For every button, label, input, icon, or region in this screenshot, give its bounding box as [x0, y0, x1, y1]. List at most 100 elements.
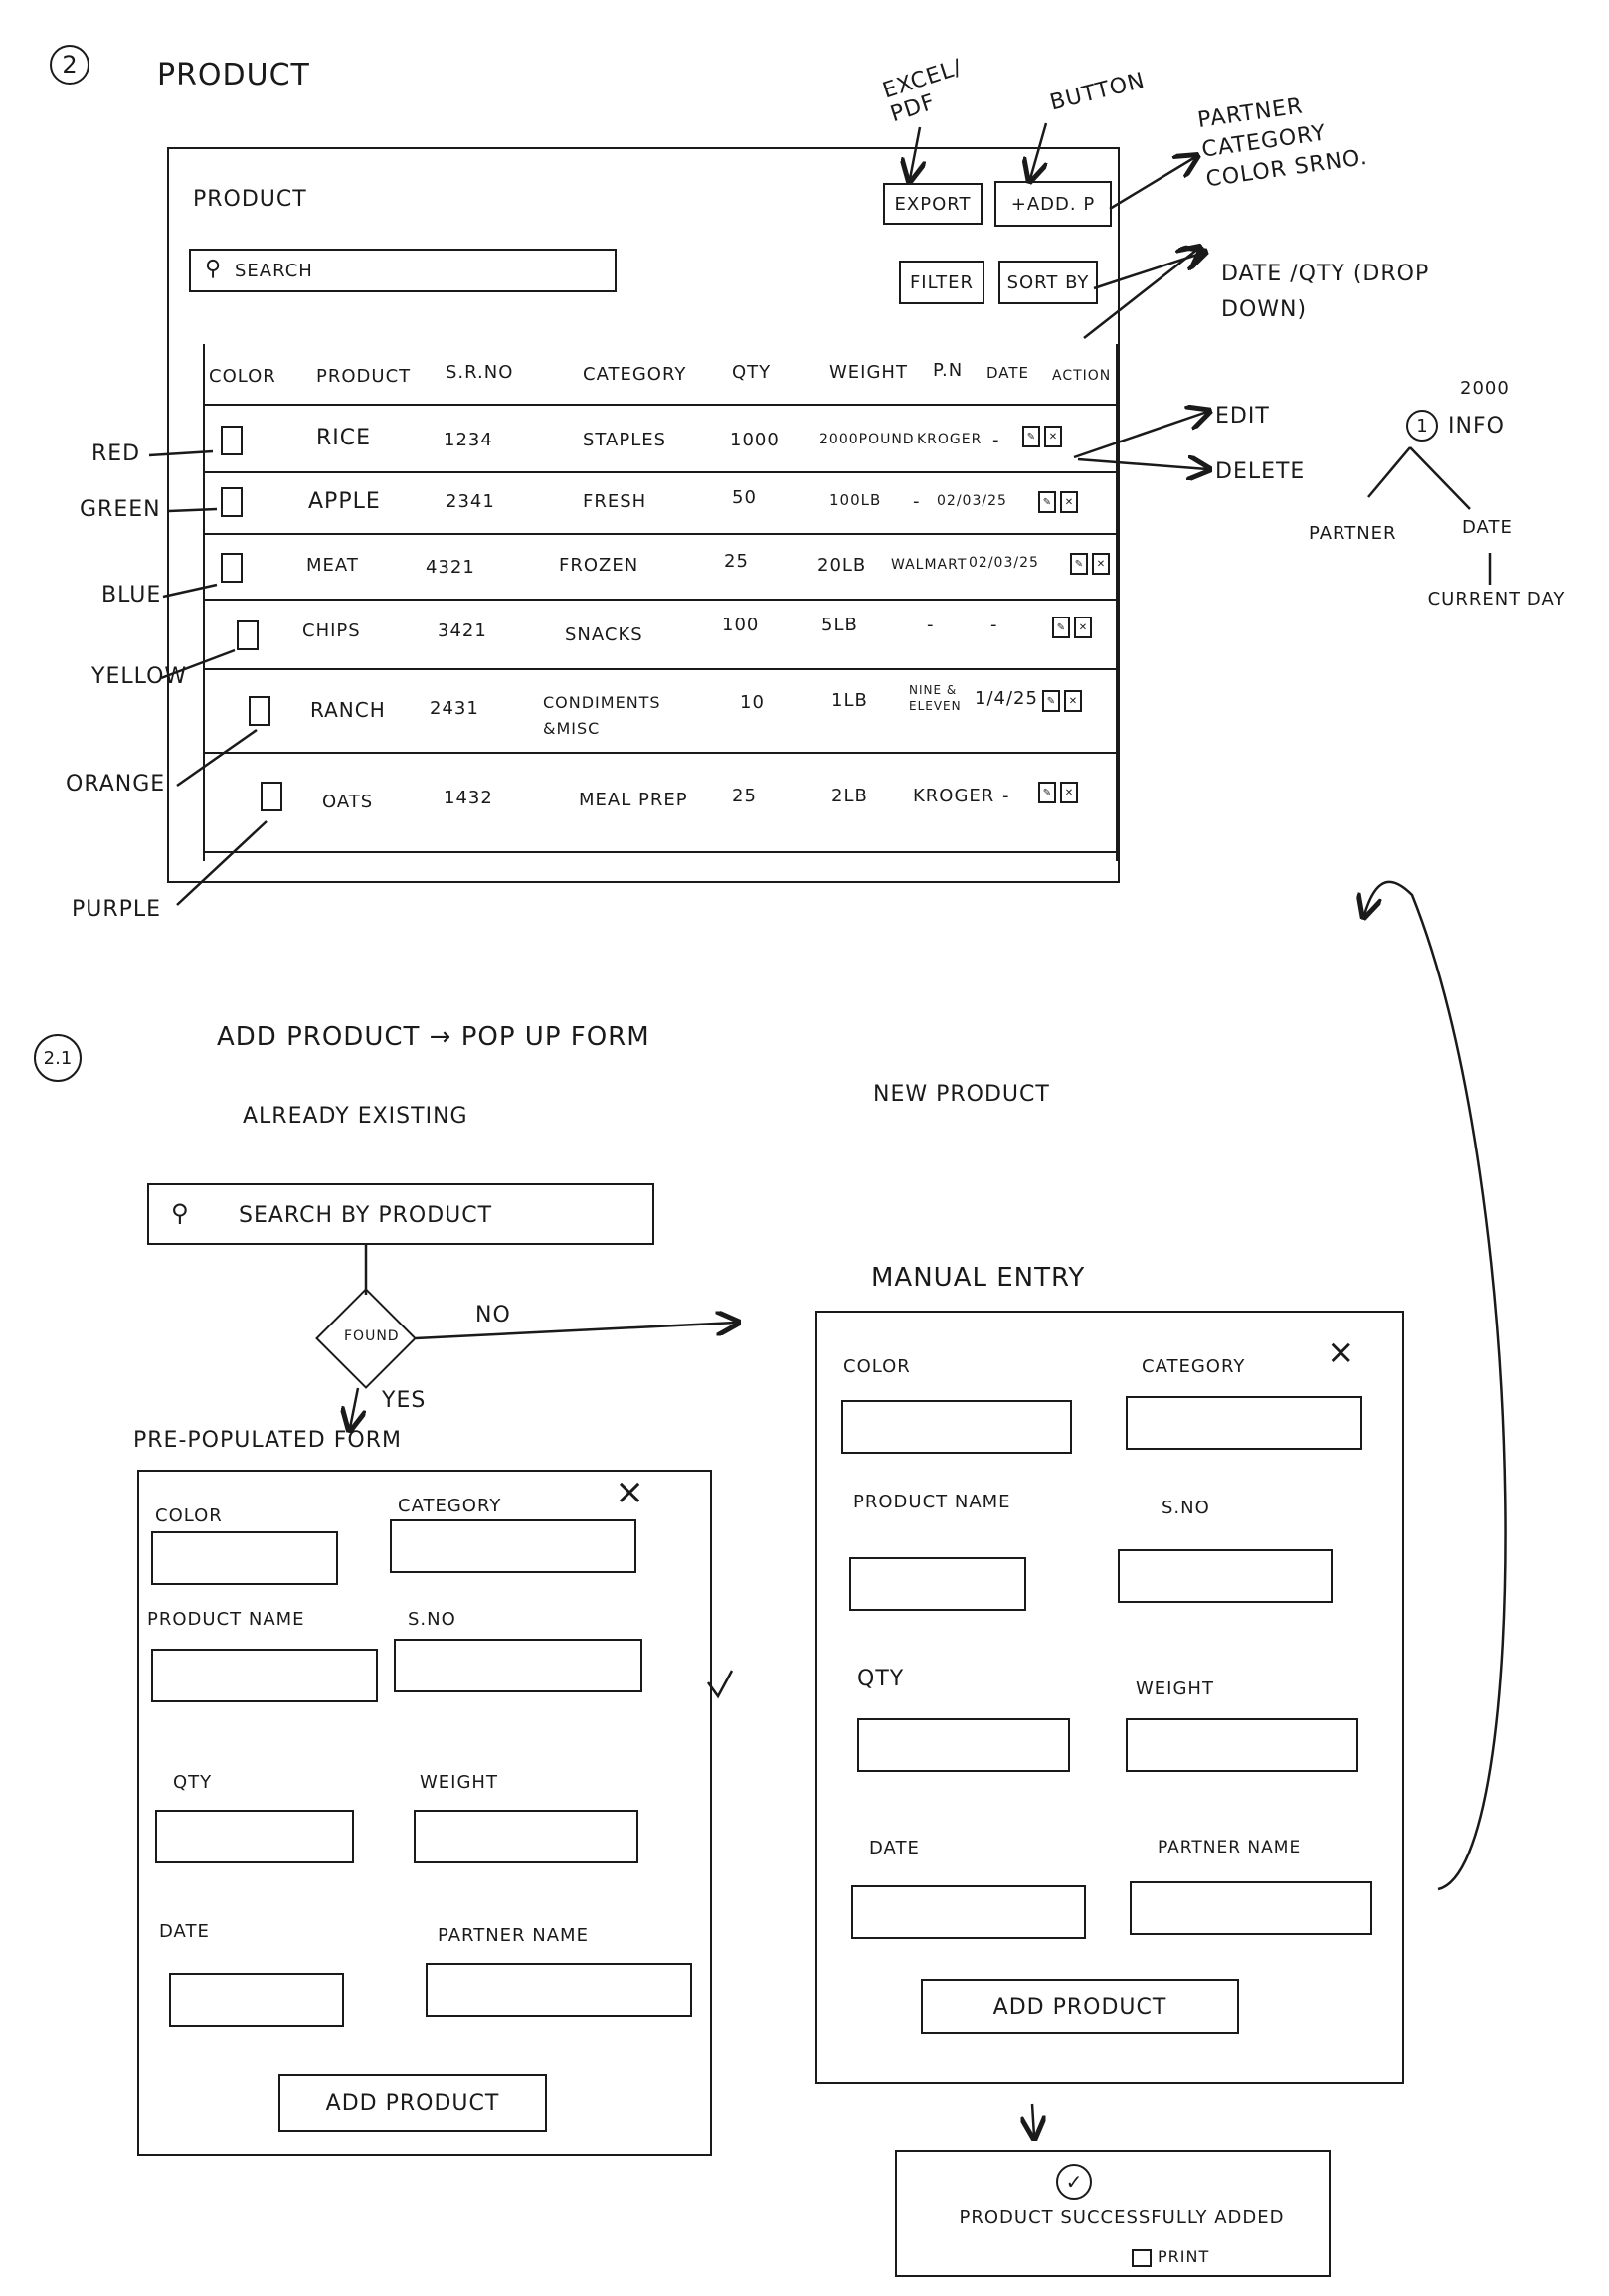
yes-label: YES [382, 1388, 427, 1413]
label-qty: QTY [173, 1772, 213, 1793]
sort-options-note: DATE /QTY (DROP DOWN) [1221, 262, 1430, 322]
cell-category: CONDIMENTS &MISC [543, 693, 661, 738]
weight-field[interactable] [414, 1810, 638, 1863]
add-product-button[interactable]: +ADD. P [994, 181, 1112, 227]
color-swatch[interactable] [237, 620, 259, 650]
table-row[interactable]: CHIPS 3421 SNACKS 100 5LB - - ✎ ✕ [205, 599, 1116, 668]
delete-icon[interactable]: ✕ [1044, 426, 1062, 447]
label-date: DATE [159, 1921, 210, 1942]
partner-note: PARTNER [1309, 523, 1397, 544]
srno-field[interactable] [1118, 1549, 1333, 1603]
category-field[interactable] [1126, 1396, 1362, 1450]
cell-date: 02/03/25 [969, 555, 1039, 571]
add-product-submit-button[interactable]: ADD PRODUCT [921, 1979, 1239, 2034]
label-color: COLOR [843, 1356, 911, 1377]
cell-date: - [1002, 786, 1010, 806]
partner-name-field[interactable] [1130, 1881, 1372, 1935]
col-weight: WEIGHT [829, 362, 908, 383]
color-field[interactable] [151, 1531, 338, 1585]
cell-qty: 25 [724, 551, 749, 572]
product-name-field[interactable] [849, 1557, 1026, 1611]
partner-name-field[interactable] [426, 1963, 692, 2017]
edit-icon[interactable]: ✎ [1070, 553, 1088, 575]
cell-product: RANCH [310, 698, 386, 722]
add-product-submit-button[interactable]: ADD PRODUCT [278, 2074, 547, 2132]
label-product-name: PRODUCT NAME [853, 1492, 1011, 1512]
found-text: FOUND [344, 1328, 400, 1344]
qty-field[interactable] [857, 1718, 1070, 1772]
cell-date: 1/4/25 [975, 688, 1038, 709]
product-name-field[interactable] [151, 1649, 378, 1702]
col-color: COLOR [209, 366, 276, 387]
search-placeholder: SEARCH [235, 261, 313, 281]
success-text: PRODUCT SUCCESSFULLY ADDED [959, 2208, 1285, 2228]
delete-icon[interactable]: ✕ [1064, 690, 1082, 712]
label-weight: WEIGHT [1136, 1678, 1214, 1699]
table-row[interactable]: RANCH 2431 CONDIMENTS &MISC 10 1LB NINE … [205, 668, 1116, 752]
label-qty: QTY [857, 1667, 905, 1691]
print-label[interactable]: PRINT [1158, 2247, 1210, 2266]
legend-green: GREEN [80, 497, 161, 522]
table-row[interactable]: OATS 1432 MEAL PREP 25 2LB KROGER - ✎ ✕ [205, 752, 1116, 851]
edit-icon[interactable]: ✎ [1042, 690, 1060, 712]
row-actions: ✎ ✕ [1042, 690, 1082, 712]
cell-product: OATS [322, 792, 374, 812]
delete-icon[interactable]: ✕ [1060, 491, 1078, 513]
date-field[interactable] [169, 1973, 344, 2027]
color-swatch[interactable] [249, 696, 270, 726]
search-input[interactable]: ⚲ SEARCH [189, 249, 617, 292]
edit-icon[interactable]: ✎ [1038, 491, 1056, 513]
weight-field[interactable] [1126, 1718, 1358, 1772]
col-partner: P.N [933, 360, 964, 381]
edit-icon[interactable]: ✎ [1022, 426, 1040, 447]
export-button[interactable]: EXPORT [883, 183, 983, 225]
color-field[interactable] [841, 1400, 1072, 1454]
section-number: 2 [62, 51, 78, 79]
print-icon[interactable] [1132, 2249, 1152, 2267]
cell-weight: 5LB [821, 615, 858, 635]
color-swatch[interactable] [221, 553, 243, 583]
label-partner-name: PARTNER NAME [438, 1925, 589, 1946]
cell-srno: 3421 [438, 620, 487, 641]
legend-red: RED [91, 442, 141, 466]
cell-product: APPLE [308, 489, 381, 514]
color-swatch[interactable] [261, 782, 282, 811]
close-icon[interactable]: × [1327, 1332, 1356, 1372]
cell-date: 02/03/25 [937, 493, 1007, 509]
srno-field[interactable] [394, 1639, 642, 1692]
edit-note: EDIT [1215, 404, 1270, 429]
edit-icon[interactable]: ✎ [1038, 782, 1056, 803]
sort-by-button[interactable]: SORT BY [998, 261, 1098, 304]
table-row[interactable]: RICE 1234 STAPLES 1000 2000POUND KROGER … [205, 404, 1116, 471]
col-action: ACTION [1052, 368, 1112, 384]
section-number-badge: 2 [50, 45, 89, 85]
search-by-product-input[interactable]: ⚲ SEARCH BY PRODUCT [147, 1183, 654, 1245]
date-field[interactable] [851, 1885, 1086, 1939]
cell-partner: - [927, 615, 935, 635]
close-icon[interactable]: × [615, 1472, 646, 1512]
table-row[interactable]: APPLE 2341 FRESH 50 100LB - 02/03/25 ✎ ✕ [205, 471, 1116, 533]
section-number-2: 2.1 [43, 1047, 73, 1069]
color-swatch[interactable] [221, 487, 243, 517]
search-icon: ⚲ [171, 1199, 189, 1227]
delete-icon[interactable]: ✕ [1060, 782, 1078, 803]
info-label: INFO [1448, 414, 1505, 439]
delete-icon[interactable]: ✕ [1074, 617, 1092, 638]
color-swatch[interactable] [221, 426, 243, 455]
category-field[interactable] [390, 1519, 636, 1573]
success-message: ✓ PRODUCT SUCCESSFULLY ADDED PRINT [895, 2150, 1331, 2277]
cell-date: - [990, 615, 998, 635]
qty-field[interactable] [155, 1810, 354, 1863]
filter-button[interactable]: FILTER [899, 261, 984, 304]
cell-weight: 2LB [831, 786, 868, 806]
table-header: COLOR PRODUCT S.R.NO CATEGORY QTY WEIGHT… [205, 344, 1116, 404]
edit-icon[interactable]: ✎ [1052, 617, 1070, 638]
delete-icon[interactable]: ✕ [1092, 553, 1110, 575]
row-divider [205, 533, 1116, 535]
info-value: 2000 [1460, 378, 1510, 399]
cell-category: MEAL PREP [579, 790, 688, 810]
row-actions: ✎ ✕ [1022, 426, 1062, 447]
cell-category: FROZEN [559, 555, 639, 576]
table-row[interactable]: MEAT 4321 FROZEN 25 20LB WALMART 02/03/2… [205, 533, 1116, 599]
col-product: PRODUCT [316, 366, 412, 387]
